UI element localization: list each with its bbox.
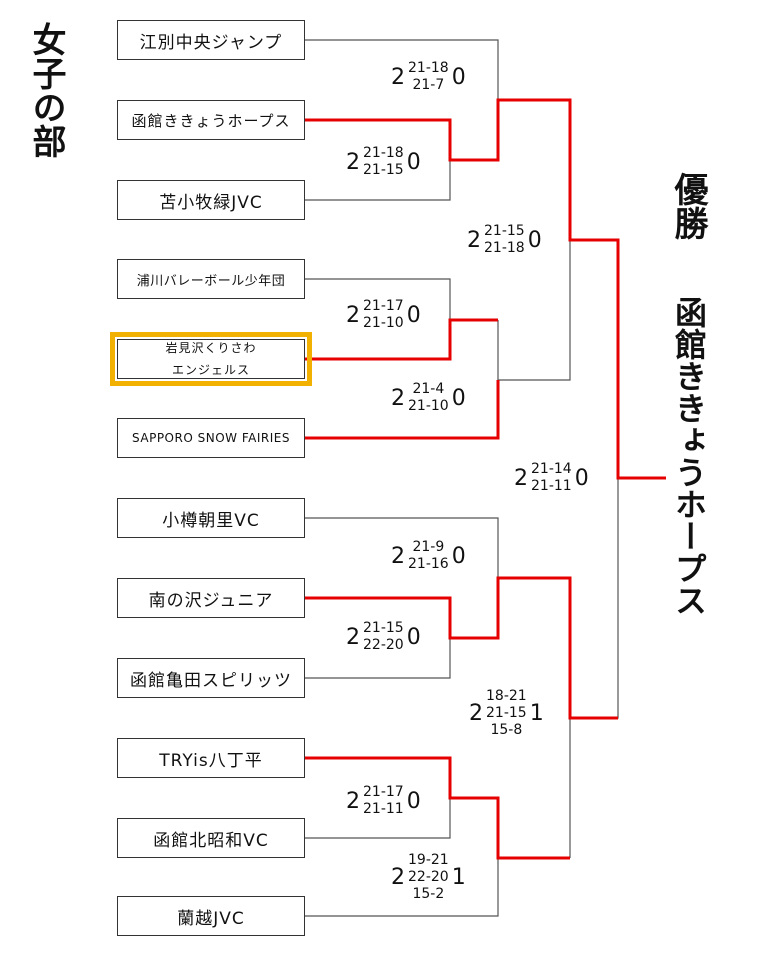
team-name-line2: エンジェルス [171, 363, 250, 377]
winner-sets: 2 [346, 302, 360, 328]
winning-line [305, 318, 498, 361]
winner-sets: 2 [391, 865, 405, 890]
set-score: 21-14 [531, 461, 572, 477]
bracket-line [305, 858, 499, 917]
bracket-line [305, 278, 451, 320]
team-box: 南の沢ジュニア [117, 578, 305, 618]
team-name-line1: 岩見沢くりさわ [165, 341, 257, 355]
bracket-line [305, 39, 499, 100]
set-score: 21-18 [363, 145, 404, 161]
set-score: 21-11 [531, 478, 572, 494]
winner-sets: 2 [391, 543, 405, 569]
set-score: 21-17 [363, 784, 404, 800]
set-score: 21-18 [484, 240, 525, 256]
loser-sets: 0 [574, 465, 589, 491]
team-box: SAPPORO SNOW FAIRIES [117, 418, 305, 458]
bracket-line [570, 478, 619, 719]
loser-sets: 0 [451, 64, 466, 90]
winner-sets: 2 [391, 64, 405, 90]
loser-sets: 1 [451, 865, 466, 890]
winner-sets: 2 [346, 788, 360, 814]
team-box: 蘭越JVC [117, 896, 305, 936]
bracket-line [305, 638, 451, 679]
loser-sets: 0 [527, 227, 542, 253]
set-score: 21-15 [484, 223, 525, 239]
set-score: 21-15 [363, 162, 404, 178]
loser-sets: 0 [406, 624, 421, 650]
set-score: 21-10 [363, 315, 404, 331]
set-score: 18-21 [486, 688, 527, 704]
team-box: 函館北昭和VC [117, 818, 305, 858]
champion-label: 優勝 [668, 172, 708, 240]
set-score: 15-2 [412, 886, 445, 902]
winning-line [305, 576, 618, 720]
bracket-line [305, 798, 451, 839]
team-box: 函館亀田スピリッツ [117, 658, 305, 698]
loser-sets: 0 [406, 149, 421, 175]
champion-name: 函館ききょうホープス [670, 296, 708, 616]
loser-sets: 1 [529, 701, 544, 726]
winner-sets: 2 [514, 465, 528, 491]
set-score: 21-18 [408, 60, 449, 76]
winning-line [305, 380, 500, 440]
loser-sets: 0 [406, 788, 421, 814]
set-score: 22-20 [363, 637, 404, 653]
winner-sets: 2 [346, 149, 360, 175]
loser-sets: 0 [451, 543, 466, 569]
winning-line [305, 98, 666, 480]
set-score: 21-9 [412, 539, 445, 555]
set-score: 21-15 [363, 620, 404, 636]
loser-sets: 0 [406, 302, 421, 328]
winning-line [305, 756, 570, 860]
winner-sets: 2 [346, 624, 360, 650]
winner-sets: 2 [469, 701, 483, 726]
team-box-highlighted: 岩見沢くりさわ エンジェルス [110, 332, 312, 386]
loser-sets: 0 [451, 385, 466, 411]
bracket-line [497, 240, 571, 381]
set-score: 21-11 [363, 801, 404, 817]
team-box: 浦川バレーボール少年団 [117, 259, 305, 299]
division-title: 女子の部 [26, 22, 66, 158]
set-score: 21-7 [412, 77, 445, 93]
bracket-line [305, 160, 451, 201]
team-box: 苫小牧緑JVC [117, 180, 305, 220]
team-box: 小樽朝里VC [117, 498, 305, 538]
winner-sets: 2 [391, 385, 405, 411]
set-score: 19-21 [408, 852, 449, 868]
set-score: 21-10 [408, 398, 449, 414]
set-score: 15-8 [490, 722, 523, 738]
set-score: 21-17 [363, 298, 404, 314]
team-box: 函館ききょうホープス [117, 100, 305, 140]
set-score: 22-20 [408, 869, 449, 885]
team-box: TRYis八丁平 [117, 738, 305, 778]
set-score: 21-4 [412, 381, 445, 397]
bracket-line [305, 517, 499, 578]
set-score: 21-15 [486, 705, 527, 721]
set-score: 21-16 [408, 556, 449, 572]
winner-sets: 2 [467, 227, 481, 253]
team-box: 江別中央ジャンプ [117, 20, 305, 60]
